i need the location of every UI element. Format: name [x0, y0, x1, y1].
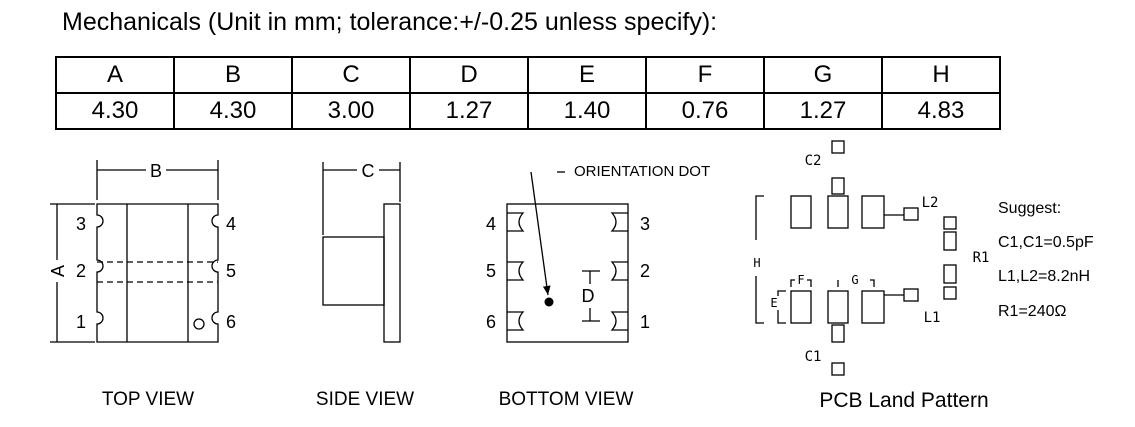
pcb-pad-top-3: [861, 195, 885, 229]
bottom-pin-5: 5: [486, 261, 496, 281]
bottom-pin-4: 4: [486, 214, 496, 234]
dim-d-label: D: [582, 286, 595, 306]
bottom-pad-4: [507, 212, 525, 232]
bottom-pin-1: 1: [640, 312, 650, 332]
orientation-dot-label: ORIENTATION DOT: [574, 163, 710, 180]
pcb-dim-g-right: [870, 279, 875, 287]
dim-header-b: B: [173, 56, 293, 94]
side-view: [322, 162, 401, 343]
pcb-r1-pad-d: [943, 286, 957, 300]
pcb-pad-bottom-2: [827, 290, 849, 324]
top-pin-2: 2: [76, 261, 86, 281]
pcb-pad-bottom-1: [790, 290, 812, 324]
pcb-dim-e-bottom: [777, 310, 786, 324]
pcb-dim-f-left: [790, 279, 795, 287]
bottom-pad-2: [610, 261, 628, 281]
pcb-r1-pad-a: [943, 216, 957, 230]
pcb-label-c2: C2: [805, 153, 822, 169]
bottom-pad-6: [507, 311, 525, 331]
dim-c-label: C: [362, 161, 375, 181]
dim-value-f: 0.76: [645, 92, 765, 130]
pcb-c2-pad-top: [831, 140, 845, 154]
pcb-label-e: E: [770, 296, 777, 310]
pcb-land-pattern: [755, 140, 957, 376]
bottom-view-caption: BOTTOM VIEW: [499, 389, 634, 410]
pcb-r1-pad-b: [943, 231, 957, 251]
dim-b-label: B: [150, 161, 162, 181]
top-pin-3: 3: [76, 214, 86, 234]
pcb-label-l2: L2: [922, 195, 939, 211]
dim-header-a: A: [55, 56, 175, 94]
pcb-c1-pad-top: [831, 324, 845, 343]
suggest-line-c: C1,C1=0.5pF: [998, 234, 1094, 251]
suggest-line-l: L1,L2=8.2nH: [998, 268, 1090, 285]
bottom-pad-5: [507, 261, 525, 281]
dim-value-c: 3.00: [291, 92, 411, 130]
side-view-cap: [383, 203, 401, 343]
dim-value-e: 1.40: [527, 92, 647, 130]
dim-header-e: E: [527, 56, 647, 94]
top-pin-1: 1: [76, 312, 86, 332]
bottom-pin-3: 3: [640, 214, 650, 234]
top-view-body: [96, 203, 219, 343]
bottom-pin-2: 2: [640, 261, 650, 281]
pcb-dim-h-bottom: [755, 276, 764, 324]
dim-value-a: 4.30: [55, 92, 175, 130]
bottom-pad-3: [610, 212, 628, 232]
top-pin-6: 6: [226, 312, 236, 332]
dimension-header-row: A B C D E F G H: [55, 56, 1001, 94]
top-view-caption: TOP VIEW: [102, 389, 194, 410]
pcb-pad-top-2: [827, 195, 849, 229]
dim-a-label: A: [48, 265, 68, 277]
orientation-leader: [530, 171, 551, 296]
pcb-dim-h-top: [755, 195, 764, 240]
pcb-l1-pad: [903, 288, 919, 302]
pcb-r1-pad-c: [943, 264, 957, 284]
dimension-value-row: 4.30 4.30 3.00 1.27 1.40 0.76 1.27 4.83: [55, 92, 1001, 130]
pcb-label-g: G: [851, 273, 858, 287]
bottom-pad-1: [610, 311, 628, 331]
dim-value-h: 4.83: [881, 92, 1001, 130]
pcb-dim-f-right: [807, 279, 812, 287]
bottom-pin-6: 6: [486, 312, 496, 332]
dim-header-f: F: [645, 56, 765, 94]
pcb-dim-e-top: [777, 290, 786, 296]
pcb-label-l1: L1: [924, 310, 941, 326]
pcb-label-h: H: [753, 256, 760, 270]
bottom-view-body: [506, 203, 629, 343]
pcb-pad-top-1: [790, 195, 812, 229]
dimension-table: A B C D E F G H 4.30 4.30 3.00 1.27 1.40…: [55, 56, 1001, 130]
pcb-c1-pad-bottom: [831, 362, 845, 376]
pcb-l2-pad: [903, 207, 919, 221]
pcb-label-f: F: [797, 273, 804, 287]
pcb-label-c1: C1: [805, 349, 822, 365]
side-view-body: [322, 236, 385, 306]
top-pin-5: 5: [226, 261, 236, 281]
pcb-pad-bottom-3: [861, 290, 885, 324]
orientation-dot: [544, 297, 554, 307]
pcb-c2-pad-bottom: [831, 177, 845, 195]
dim-header-h: H: [881, 56, 1001, 94]
page-title: Mechanicals (Unit in mm; tolerance:+/-0.…: [62, 8, 718, 36]
top-pin-4: 4: [226, 214, 236, 234]
pcb-label-r1: R1: [973, 250, 990, 266]
top-view: [50, 160, 219, 343]
dim-value-d: 1.27: [409, 92, 529, 130]
pcb-caption: PCB Land Pattern: [819, 389, 988, 412]
dim-header-g: G: [763, 56, 883, 94]
dim-value-b: 4.30: [173, 92, 293, 130]
suggest-heading: Suggest:: [998, 200, 1061, 217]
suggest-line-r: R1=240Ω: [998, 303, 1066, 320]
dim-value-g: 1.27: [763, 92, 883, 130]
bottom-view: [506, 171, 629, 343]
dim-header-d: D: [409, 56, 529, 94]
side-view-caption: SIDE VIEW: [316, 389, 414, 410]
top-view-pin1-marker: [193, 318, 205, 330]
dim-header-c: C: [291, 56, 411, 94]
